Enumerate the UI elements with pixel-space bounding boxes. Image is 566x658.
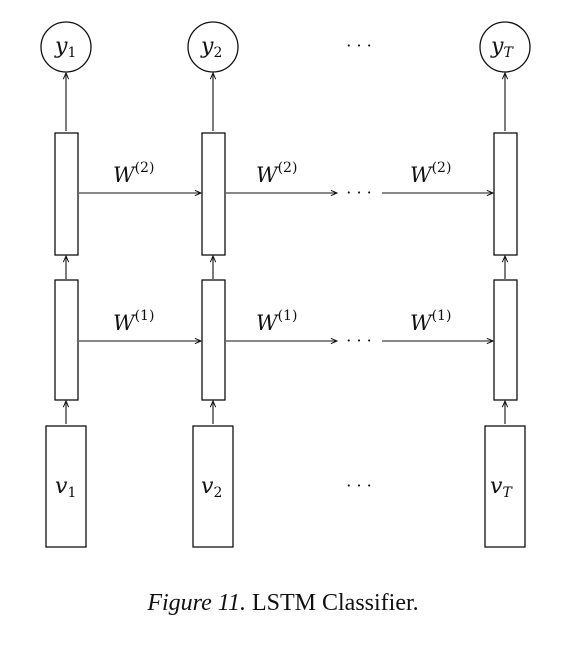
lstm-cell-layer1-colT: [493, 279, 518, 401]
svg-text:vT: vT: [490, 474, 513, 501]
weight-label-layer1-a: W(1): [113, 308, 154, 335]
svg-text:v1: v1: [55, 474, 76, 501]
weight-label-layer1-c: W(1): [410, 308, 451, 335]
lstm-cell-layer1-col1: [54, 279, 79, 401]
output-ellipsis: · · ·: [346, 36, 371, 55]
lstm-cell-layer2-col2: [201, 132, 226, 256]
layer1-ellipsis: · · ·: [346, 331, 371, 350]
lstm-cell-layer2-colT: [493, 132, 518, 256]
lstm-cell-layer1-col2: [201, 279, 226, 401]
figure-caption-text: LSTM Classifier.: [251, 590, 419, 616]
figure-number: Figure 11.: [147, 590, 246, 616]
output-node-1: y1: [40, 21, 92, 73]
output-node-T: yT: [479, 21, 531, 73]
lstm-cell-layer2-col1: [54, 132, 79, 256]
svg-text:y2: y2: [200, 34, 222, 61]
input-ellipsis: · · ·: [346, 476, 371, 495]
output-node-2: y2: [187, 21, 239, 73]
input-node-T: vT: [484, 425, 526, 548]
weight-label-layer2-b: W(2): [256, 160, 297, 187]
input-node-1: v1: [45, 425, 87, 548]
svg-text:v2: v2: [201, 474, 222, 501]
svg-text:yT: yT: [490, 34, 514, 61]
weight-label-layer2-c: W(2): [410, 160, 451, 187]
svg-text:y1: y1: [54, 34, 76, 61]
weight-label-layer1-b: W(1): [256, 308, 297, 335]
input-node-2: v2: [192, 425, 234, 548]
weight-label-layer2-a: W(2): [113, 160, 154, 187]
layer2-ellipsis: · · ·: [346, 183, 371, 202]
figure-caption: Figure 11. LSTM Classifier.: [0, 590, 566, 617]
lstm-classifier-diagram: y1 y2 yT · · · v1 v2 vT · · · W(2) W(2) …: [40, 21, 531, 548]
